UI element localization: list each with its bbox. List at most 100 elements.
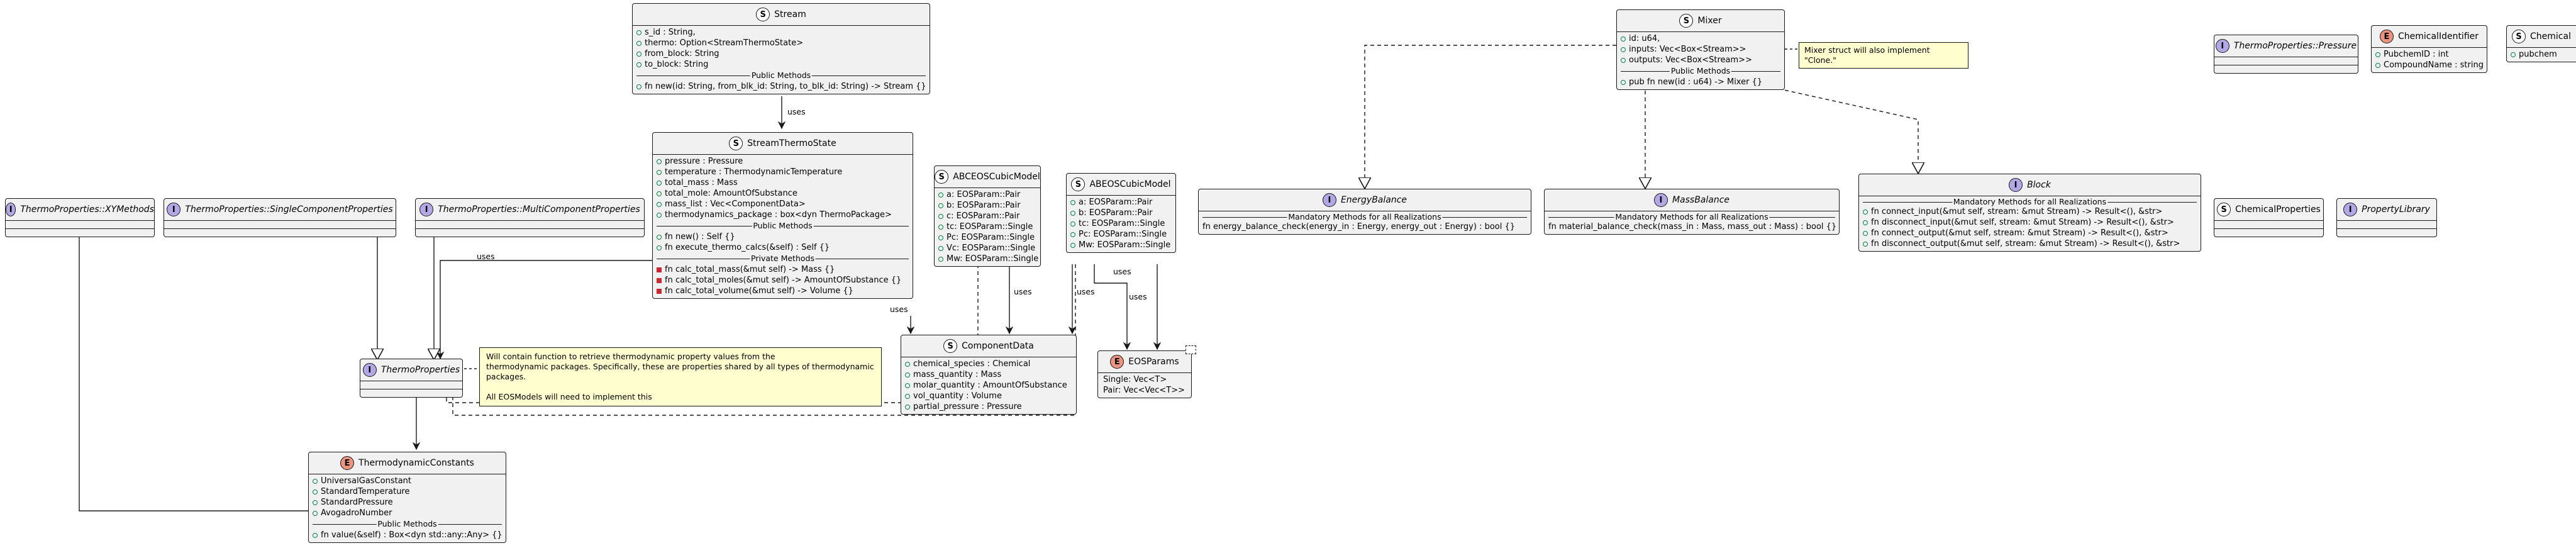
public-icon — [938, 203, 943, 208]
interface-name: ThermoProperties::Pressure — [2233, 41, 2357, 51]
public-icon — [636, 62, 641, 67]
enum-icon: E — [340, 456, 355, 470]
public-icon — [657, 159, 662, 164]
class-name: ChemicalProperties — [2235, 204, 2321, 215]
public-icon — [905, 393, 910, 399]
section-separator: Public Methods — [636, 71, 926, 80]
public-icon — [657, 201, 662, 207]
private-icon — [657, 288, 662, 294]
public-icon — [2375, 52, 2380, 57]
public-icon — [1621, 47, 1626, 52]
class-stream-thermo-state[interactable]: S StreamThermoState pressure : Pressure t… — [652, 132, 913, 299]
interface-icon: I — [167, 203, 181, 216]
interface-icon: I — [362, 363, 377, 377]
public-icon — [313, 478, 318, 484]
public-icon — [1070, 210, 1075, 216]
section-separator: Mandatory Methods for all Realizations — [1863, 198, 2197, 206]
public-icon — [2511, 52, 2516, 57]
struct-icon: S — [729, 137, 743, 150]
template-parameter-box — [1185, 345, 1196, 354]
interface-name: MassBalance — [1672, 195, 1730, 205]
interface-name: EnergyBalance — [1340, 195, 1407, 205]
class-name: ComponentData — [962, 341, 1034, 351]
enum-name: ThermodynamicConstants — [358, 458, 474, 468]
public-icon — [657, 212, 662, 218]
fields: UniversalGasConstant StandardTemperature… — [309, 474, 506, 542]
public-icon — [938, 224, 943, 230]
class-name: StreamThermoState — [747, 138, 836, 148]
class-name: ABEOSCubicModel — [1089, 179, 1171, 189]
public-icon — [636, 51, 641, 57]
section-separator: Mandatory Methods for all Realizations — [1202, 213, 1527, 221]
fields: pressure : Pressure temperature : Thermo… — [653, 154, 913, 298]
struct-icon: S — [935, 170, 949, 184]
class-chemical-properties[interactable]: S ChemicalProperties — [2214, 198, 2324, 237]
edge-thermostate-uses-thermoproperties — [436, 260, 652, 360]
public-icon — [313, 532, 318, 538]
public-icon — [938, 235, 943, 240]
interface-block[interactable]: I Block Mandatory Methods for all Realiza… — [1858, 174, 2201, 252]
enum-icon: E — [2379, 30, 2394, 43]
interface-icon: I — [2343, 203, 2358, 216]
edge-label-uses-5: uses — [1077, 287, 1095, 296]
public-icon — [657, 180, 662, 186]
struct-icon: S — [1679, 14, 1694, 28]
public-icon — [1621, 79, 1626, 85]
enum-name: EOSParams — [1128, 357, 1179, 367]
interface-icon: I — [2009, 178, 2023, 192]
public-icon — [1070, 242, 1075, 248]
enum-icon: E — [1110, 355, 1124, 369]
struct-icon: S — [2217, 203, 2231, 216]
section-separator: Public Methods — [1621, 67, 1780, 75]
public-icon — [1070, 199, 1075, 205]
public-icon — [636, 30, 641, 35]
interface-name: Block — [2027, 180, 2051, 190]
public-icon — [1863, 220, 1868, 225]
public-icon — [905, 361, 910, 367]
interface-icon: I — [6, 203, 16, 216]
public-icon — [657, 245, 662, 250]
public-icon — [1863, 241, 1868, 247]
edge-xymethods-thermoproperties — [79, 229, 358, 511]
interface-xy-methods[interactable]: I ThermoProperties::XYMethods — [5, 198, 155, 237]
public-icon — [1621, 57, 1626, 63]
struct-icon: S — [756, 8, 770, 21]
public-icon — [313, 500, 318, 505]
struct-icon: S — [943, 339, 958, 353]
public-icon — [905, 372, 910, 377]
edge-label-uses-4: uses — [1014, 287, 1032, 296]
edge-label-uses-6: uses — [1113, 267, 1131, 276]
edge-mixer-energybalance — [1365, 45, 1616, 189]
private-icon — [657, 267, 662, 272]
interface-property-library[interactable]: I PropertyLibrary — [2336, 198, 2437, 237]
public-icon — [938, 213, 943, 219]
edge-mixer-block — [1682, 78, 1918, 174]
interface-name: PropertyLibrary — [2362, 204, 2430, 215]
public-icon — [657, 234, 662, 240]
public-icon — [313, 510, 318, 516]
class-name: Chemical — [2530, 31, 2571, 42]
interface-name: ThermoProperties::XYMethods — [20, 204, 154, 215]
private-icon — [657, 277, 662, 283]
fields: id: u64, inputs: Vec<Box<Stream>> output… — [1617, 31, 1784, 89]
note-thermo-properties: Will contain function to retrieve thermo… — [479, 347, 882, 406]
public-icon — [1621, 36, 1626, 42]
section-separator: Private Methods — [657, 254, 909, 263]
public-icon — [657, 169, 662, 175]
public-icon — [1070, 221, 1075, 226]
